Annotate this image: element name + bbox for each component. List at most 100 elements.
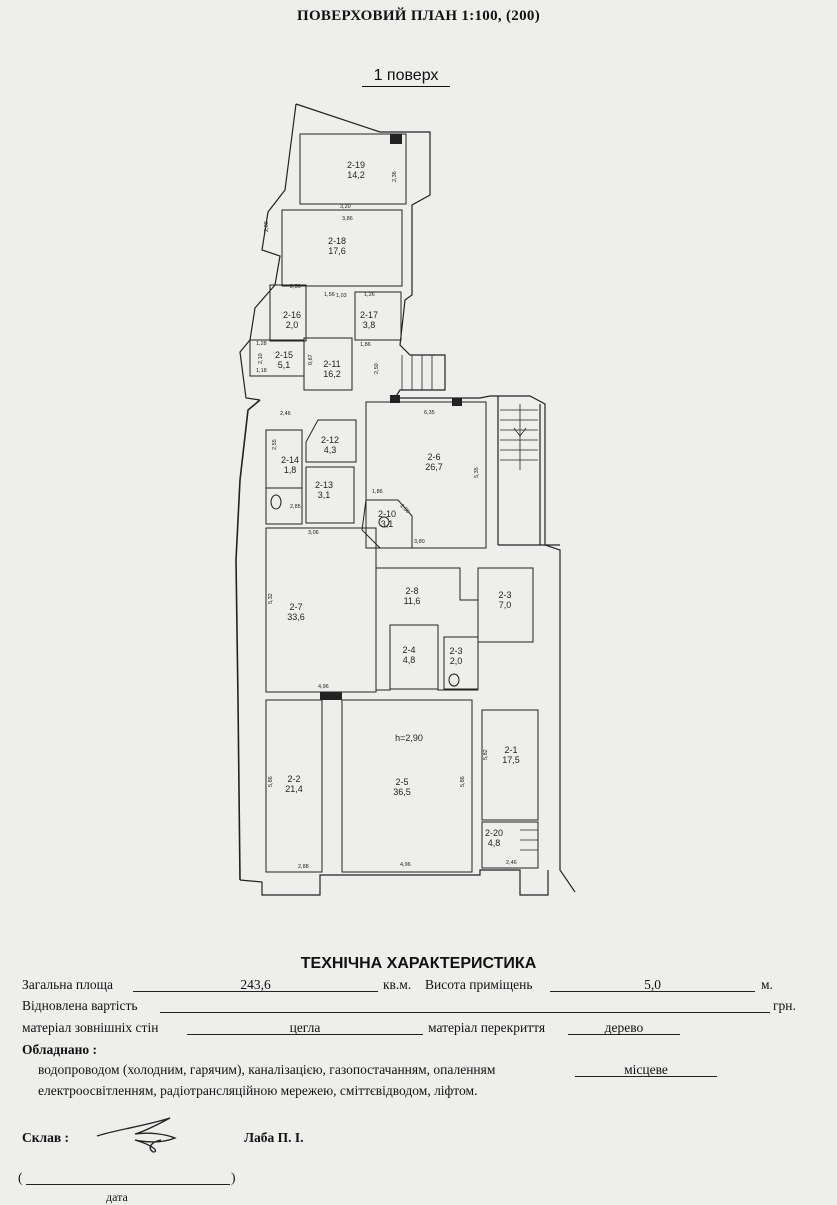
room-area: 16,2 xyxy=(323,369,341,379)
room-number: 2-5 xyxy=(395,777,408,787)
room-number: 2-16 xyxy=(283,310,301,320)
sanitary-fixtures xyxy=(270,494,460,687)
room-area: 4,3 xyxy=(324,445,337,455)
hatched-columns xyxy=(320,134,462,700)
dimension-label: 3,86 xyxy=(342,216,353,222)
room-number: 2-6 xyxy=(427,452,440,462)
date-bracket-open: ( xyxy=(18,1170,23,1185)
room-number: 2-3 xyxy=(449,646,462,656)
dimension-label: 2,50 xyxy=(374,363,380,374)
equipped-line-1: водопроводом (холодним, гарячим), каналі… xyxy=(38,1062,496,1077)
room-area: 4,8 xyxy=(488,838,501,848)
dimension-label: 2,36 xyxy=(392,171,398,182)
inner-walls xyxy=(249,133,539,873)
signature xyxy=(96,1117,177,1153)
equipped-line-2: електроосвітленням, радіотрансляційною м… xyxy=(38,1083,478,1098)
dimension-label: 5,32 xyxy=(268,593,274,604)
room-area: 17,5 xyxy=(502,755,520,765)
dimension-label: 2,80 xyxy=(264,221,270,232)
ceiling-material-value: дерево xyxy=(568,1020,680,1035)
room-area: 14,2 xyxy=(347,170,365,180)
composer-name: Лаба П. І. xyxy=(244,1130,304,1145)
room-area: 26,7 xyxy=(425,462,443,472)
dimension-label: 0,67 xyxy=(308,354,314,365)
dimension-label: 3,80 xyxy=(414,539,425,545)
room-area: 21,4 xyxy=(285,784,303,794)
room-number: 2-4 xyxy=(402,645,415,655)
room-number: 2-3 xyxy=(498,590,511,600)
dimension-labels: 3,20 3,86 2,36 1,56 1,26 2,56 2,80 1,03 1,86 2,50… xyxy=(256,171,517,870)
room-area: 2,0 xyxy=(450,656,463,666)
room-number: 2-11 xyxy=(323,359,340,369)
dimension-label: 2,46 xyxy=(280,411,291,417)
height-note: h=2,90 xyxy=(395,733,423,743)
page-title: ПОВЕРХОВИЙ ПЛАН 1:100, (200) xyxy=(296,8,541,24)
equipped-label: Обладнано : xyxy=(22,1042,97,1057)
dimension-label: 2,50 xyxy=(399,503,411,515)
ceiling-material-label: матеріал перекриття xyxy=(428,1020,546,1035)
dimension-label: 5,86 xyxy=(268,776,274,787)
room-area: 17,6 xyxy=(328,246,346,256)
dimension-label: 2,85 xyxy=(290,504,301,510)
dimension-label: 3,06 xyxy=(308,530,319,536)
wall-material-label: матеріал зовнішніх стін xyxy=(22,1020,159,1035)
restored-value-field xyxy=(160,998,770,1013)
room-area: 3,1 xyxy=(318,490,331,500)
height-value: 5,0 xyxy=(550,977,755,992)
dimension-label: 1,18 xyxy=(256,368,267,374)
tech-heading: ТЕХНІЧНА ХАРАКТЕРИСТИКА xyxy=(300,955,537,972)
room-number: 2-8 xyxy=(405,586,418,596)
dimension-label: 1,86 xyxy=(372,489,383,495)
dimension-label: 2,10 xyxy=(258,353,264,364)
room-area: 36,5 xyxy=(393,787,411,797)
currency: грн. xyxy=(773,998,796,1013)
restored-value-label: Відновлена вартість xyxy=(22,998,138,1013)
dimension-label: 2,46 xyxy=(506,860,517,866)
date-label: дата xyxy=(106,1190,128,1204)
room-area: 33,6 xyxy=(287,612,305,622)
dimension-label: 4,96 xyxy=(400,862,411,868)
room-number: 2-20 xyxy=(485,828,503,838)
room-number: 2-12 xyxy=(321,435,339,445)
room-number: 2-17 xyxy=(360,310,378,320)
room-number: 2-15 xyxy=(275,350,293,360)
stairs xyxy=(401,355,538,851)
room-number: 2-13 xyxy=(315,480,333,490)
floor-label: 1 поверх xyxy=(362,67,450,87)
unit-sqm: кв.м. xyxy=(383,977,412,992)
dimension-label: 5,86 xyxy=(460,776,466,787)
room-area: 11,6 xyxy=(404,596,421,606)
room-area: 7,0 xyxy=(499,600,512,610)
dimension-label: 1,86 xyxy=(360,342,371,348)
dimension-label: 1,26 xyxy=(364,292,375,298)
room-area: 3,8 xyxy=(363,320,376,330)
dimension-label: 1,03 xyxy=(336,293,347,299)
date-bracket-close: ) xyxy=(231,1170,236,1185)
dimension-label: 2,88 xyxy=(298,864,309,870)
dimension-label: 1,56 xyxy=(324,292,335,298)
unit-m: м. xyxy=(761,977,773,992)
room-number: 2-19 xyxy=(347,160,365,170)
room-number: 2-1 xyxy=(504,745,517,755)
room-area: 1,8 xyxy=(284,465,297,475)
room-number: 2-18 xyxy=(328,236,346,246)
room-area: 2,0 xyxy=(286,320,299,330)
dimension-label: 2,56 xyxy=(290,284,301,290)
room-area: 4,8 xyxy=(403,655,416,665)
dimension-label: 1,28 xyxy=(256,341,267,347)
room-number: 2-14 xyxy=(281,455,299,465)
total-area-label: Загальна площа xyxy=(22,977,113,992)
room-area: 5,1 xyxy=(278,360,291,370)
dimension-label: 3,20 xyxy=(340,204,351,210)
room-area: 3,1 xyxy=(381,519,394,529)
equipped-line-1-value: місцеве xyxy=(575,1062,717,1077)
dimension-label: 6,35 xyxy=(424,410,435,416)
room-number: 2-10 xyxy=(378,509,396,519)
date-field xyxy=(26,1170,230,1185)
wall-material-value: цегла xyxy=(187,1020,423,1035)
dimension-label: 5,35 xyxy=(474,467,480,478)
total-area-value: 243,6 xyxy=(133,977,378,992)
dimension-label: 4,96 xyxy=(318,684,329,690)
